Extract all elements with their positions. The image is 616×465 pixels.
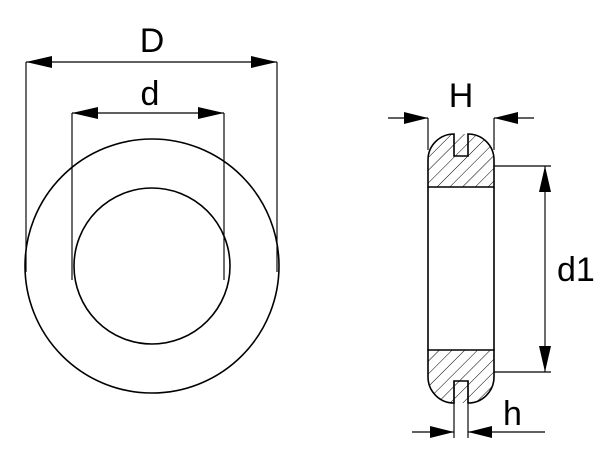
dimension-D-arrow-left-icon [26, 56, 52, 68]
section-view-group [427, 133, 495, 404]
dimension-d-arrow-right-icon [198, 107, 224, 119]
front-view-group [24, 138, 280, 394]
dimension-d: d [71, 75, 225, 280]
dimension-d1-arrow-bottom-icon [539, 346, 551, 372]
dimension-h-arrow-right-icon [468, 426, 492, 438]
dimension-H-arrow-left-icon [404, 112, 428, 124]
dimension-D: D [25, 22, 278, 272]
dimension-h: h [412, 381, 545, 438]
dimension-D-arrow-right-icon [251, 56, 277, 68]
dimension-d1-arrow-top-icon [539, 166, 551, 192]
upper-body-hatch [428, 134, 494, 187]
dimension-H-arrow-right-icon [494, 112, 518, 124]
lower-body-hatch [428, 350, 494, 403]
inner-diameter-circle [73, 187, 231, 345]
dimension-d1-label: d1 [557, 251, 595, 289]
dimension-d-label: d [141, 75, 160, 113]
outer-diameter-circle [24, 138, 280, 394]
dimension-d1: d1 [494, 165, 595, 373]
dimension-h-arrow-left-icon [430, 426, 454, 438]
dimension-d-arrow-left-icon [72, 107, 98, 119]
dimension-H: H [388, 77, 534, 150]
upper-body-outline [427, 133, 495, 188]
dimension-D-label: D [140, 22, 165, 60]
dimension-H-label: H [449, 77, 474, 115]
dimension-h-label: h [503, 395, 522, 433]
